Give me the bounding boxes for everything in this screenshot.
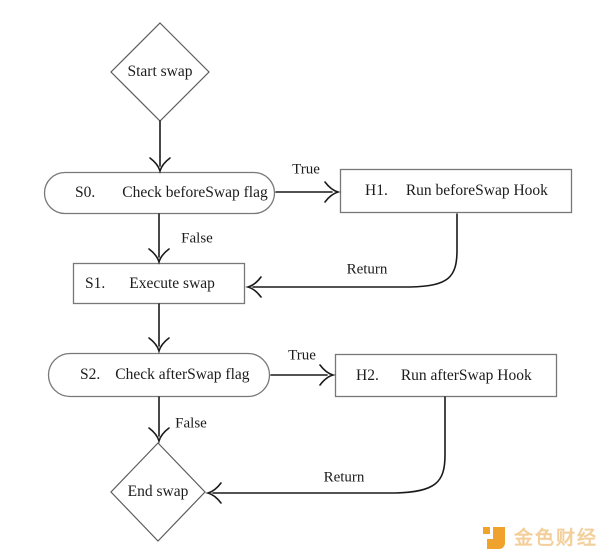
arrowhead-s2-to-end [148, 427, 170, 444]
h1-node-id: H1. [365, 182, 388, 200]
arrowhead-s2-to-h2 [319, 364, 336, 386]
s0-node-label: Check beforeSwap flag [122, 183, 268, 201]
edge-label-h2-return: Return [323, 469, 365, 486]
end-node: End swap [111, 443, 205, 541]
end-diamond-shape [110, 442, 206, 542]
s1-node-label: Execute swap [129, 274, 215, 292]
h1-box-shape [339, 168, 573, 214]
edge-label-s0-false: False [181, 230, 213, 247]
arrowhead-h1-return-to-s1 [245, 276, 262, 298]
s0-node-id: S0. [75, 183, 96, 201]
jinse-logo-icon [483, 526, 505, 549]
edge-label-s0-true: True [292, 161, 320, 178]
s2-node-id: S2. [80, 366, 101, 384]
h1-node: H1. Run beforeSwap Hook [340, 169, 572, 213]
h2-box-shape [334, 353, 558, 398]
s1-node-id: S1. [85, 274, 106, 292]
start-node: Start swap [111, 23, 209, 121]
s1-node: S1. Execute swap [73, 263, 245, 304]
jinse-finance-watermark: 金色财经 [483, 521, 598, 551]
s2-node-label: Check afterSwap flag [115, 366, 250, 384]
arrowhead-start-to-s0 [149, 157, 171, 174]
start-node-label: Start swap [127, 63, 193, 81]
jinse-logo-text: 金色财经 [514, 527, 599, 549]
arrow-h2-return-to-end [212, 396, 446, 494]
arrowhead-h2-return-to-end [205, 482, 222, 504]
end-node-label: End swap [127, 483, 189, 501]
s0-node: S0. Check beforeSwap flag [44, 172, 275, 213]
arrowhead-s0-to-s1 [148, 248, 170, 265]
edge-label-s2-false: False [175, 415, 207, 432]
edge-label-h1-return: Return [346, 261, 388, 278]
edge-label-s2-true: True [288, 347, 316, 364]
h2-node-label: Run afterSwap Hook [400, 366, 532, 384]
h1-node-label: Run beforeSwap Hook [405, 182, 548, 200]
arrowhead-s1-to-s2 [148, 337, 170, 354]
arrowhead-s0-to-h1 [324, 181, 341, 203]
h2-node: H2. Run afterSwap Hook [335, 354, 557, 397]
h2-node-id: H2. [356, 366, 379, 384]
arrow-h1-return-to-s1 [252, 213, 458, 288]
s2-node: S2. Check afterSwap flag [48, 353, 270, 397]
